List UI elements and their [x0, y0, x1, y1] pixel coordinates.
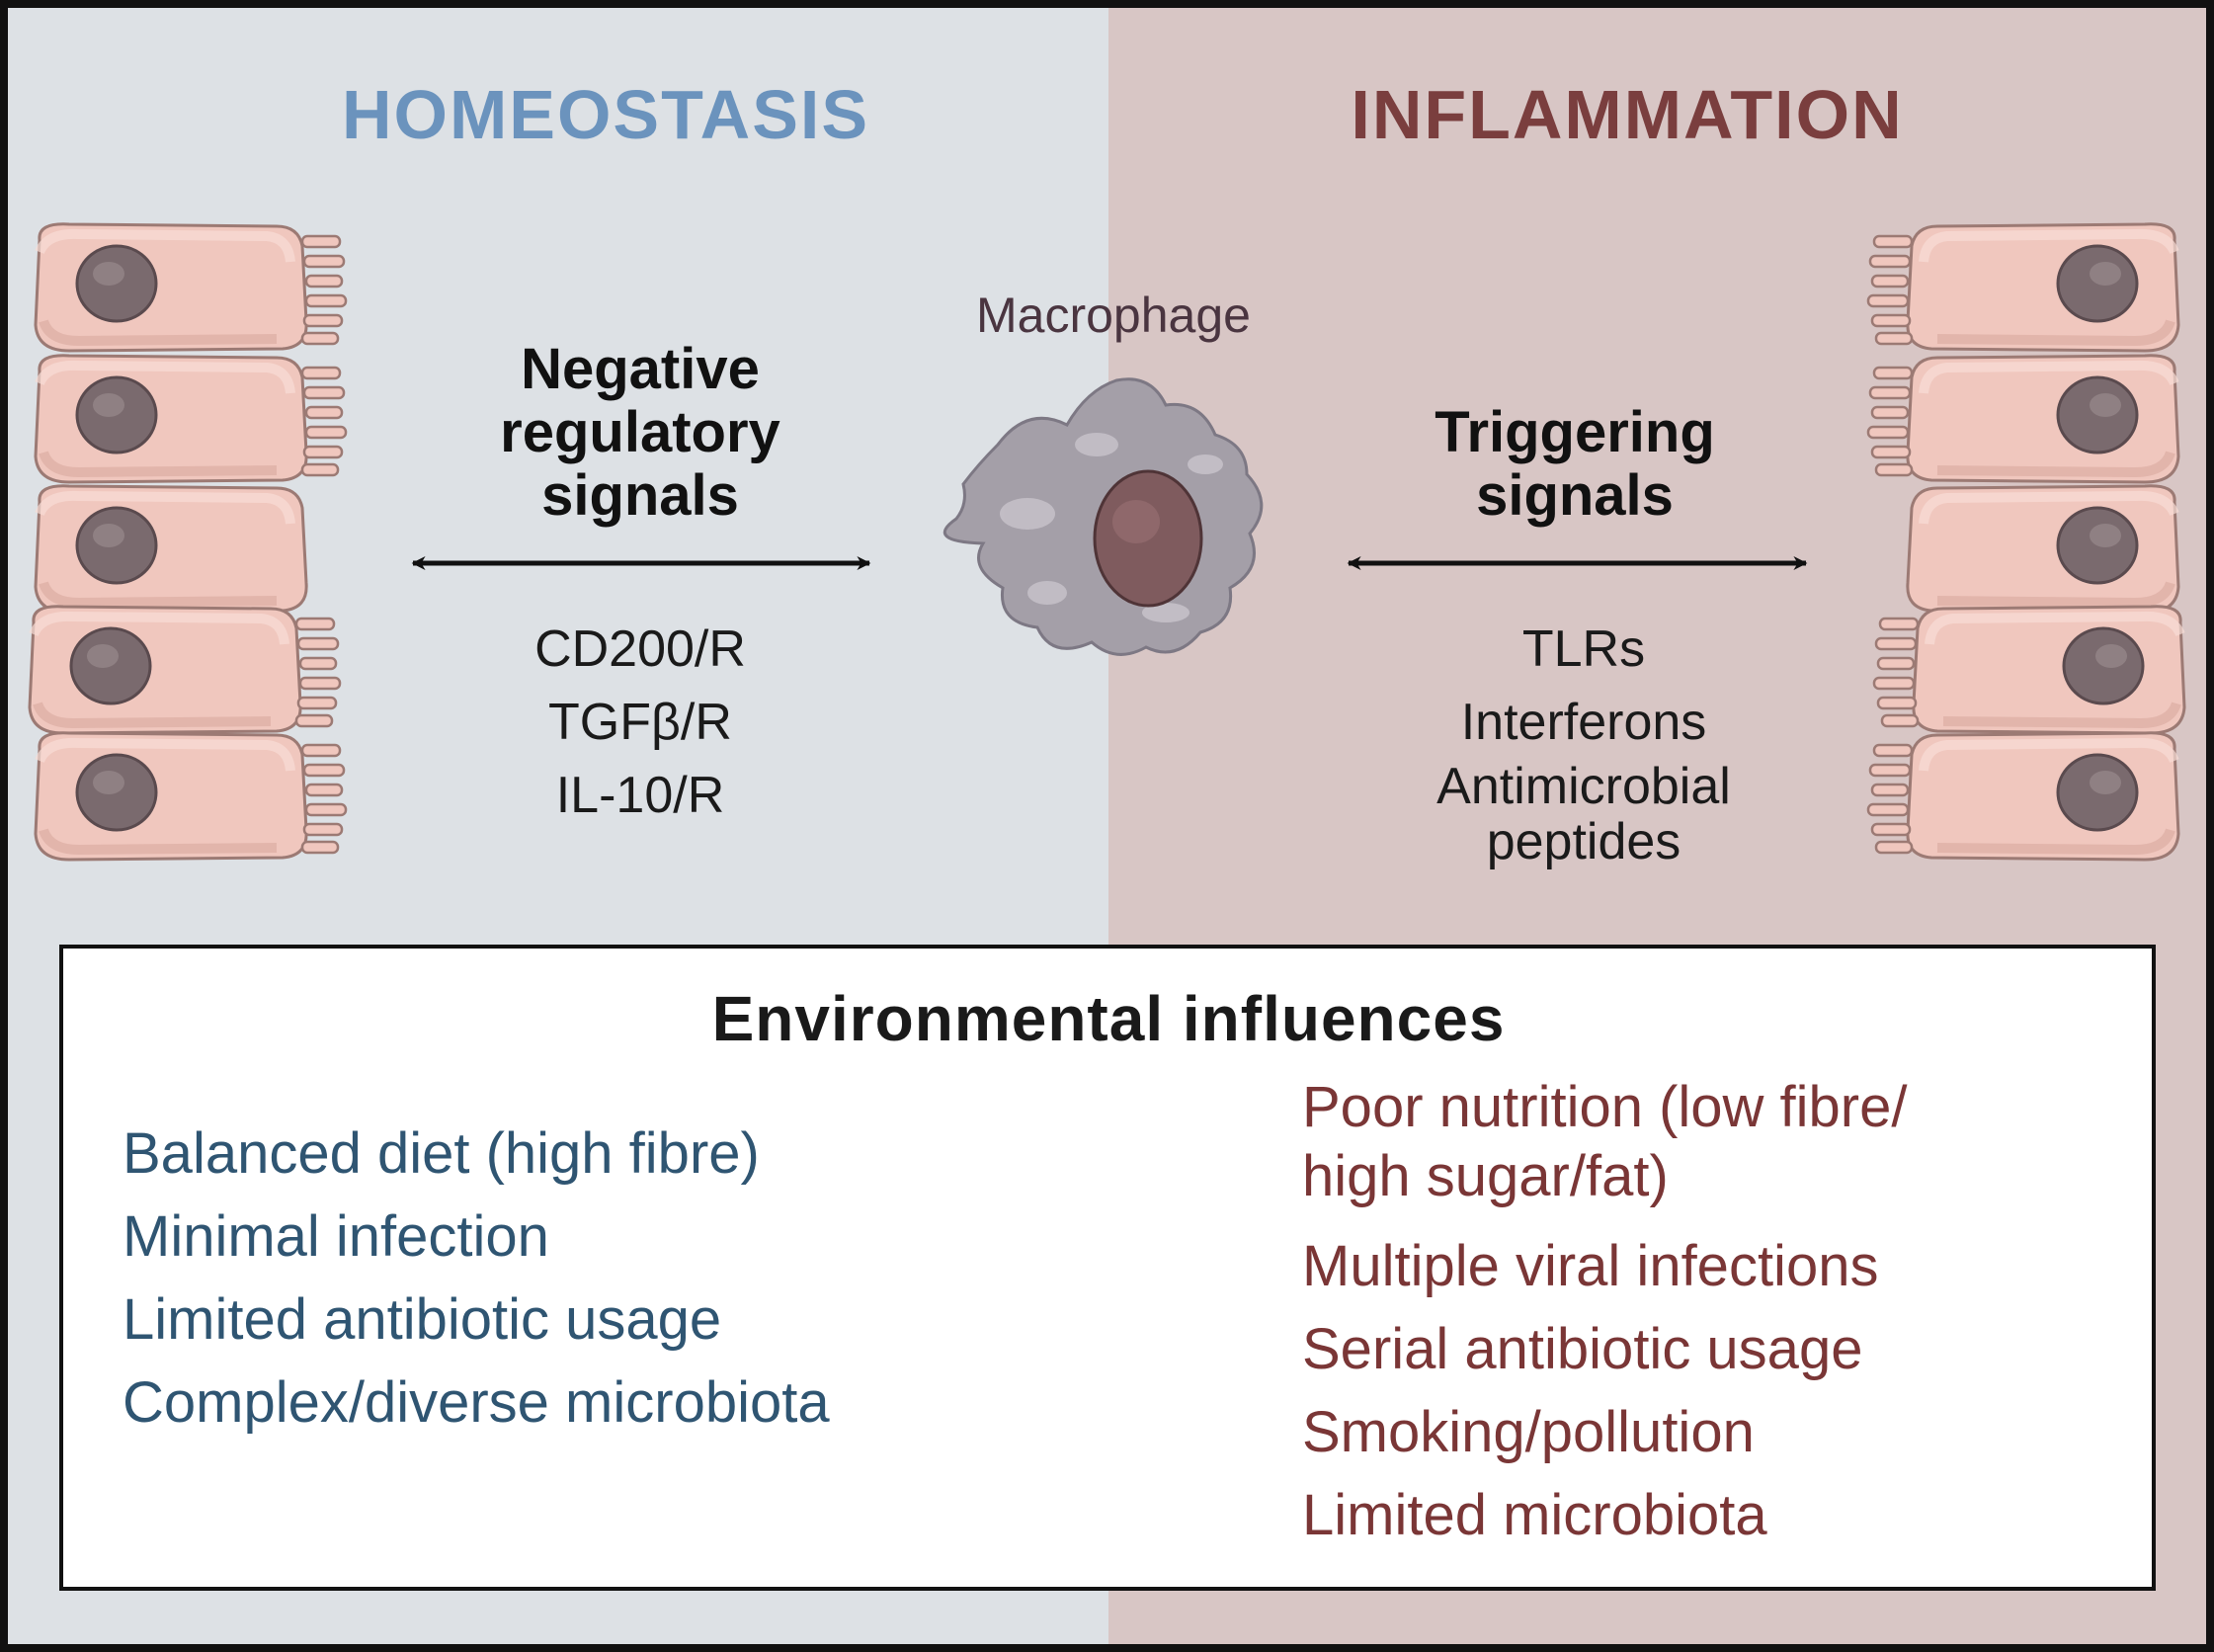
right-epithelium-icon [1868, 224, 2184, 860]
molecule-item: Interferons [1460, 694, 1707, 751]
macrophage-label: Macrophage [976, 288, 1251, 343]
homeostasis-header: HOMEOSTASIS [341, 76, 870, 153]
molecule-item: Antimicrobial [1436, 758, 1731, 815]
molecule-item: TLRs [1521, 620, 1646, 678]
influence-item-line: Poor nutrition (low fibre/ [1302, 1075, 1908, 1139]
homeostasis-influences-list: Balanced diet (high fibre) Minimal infec… [123, 1113, 830, 1445]
molecule-item: CD200/R [534, 620, 746, 678]
influence-item: Multiple viral infections [1302, 1234, 1879, 1298]
negative-signals-line: regulatory [500, 400, 780, 464]
environment-box [59, 945, 2156, 1591]
triggering-molecules-list: TLRs Interferons Antimicrobial peptides [1436, 613, 1731, 869]
inflammation-header: INFLAMMATION [1351, 76, 1904, 153]
influence-item: Limited microbiota [1302, 1483, 1767, 1547]
influence-item-line: high sugar/fat) [1302, 1144, 1669, 1208]
influence-item: Complex/diverse microbiota [123, 1370, 830, 1435]
left-epithelium-icon [30, 224, 346, 860]
influence-item: Minimal infection [123, 1204, 549, 1269]
influence-item: Poor nutrition (low fibre/ high sugar/fa… [1302, 1073, 1907, 1211]
molecule-item: peptides [1486, 813, 1681, 870]
molecule-item: TGFβ/R [548, 694, 732, 751]
negative-signals-line: Negative [521, 337, 760, 401]
influence-item: Smoking/pollution [1302, 1400, 1755, 1464]
inflammation-influences-list: Poor nutrition (low fibre/ high sugar/fa… [1302, 1073, 1907, 1557]
negative-signals-line: signals [541, 463, 739, 528]
macrophage-icon [943, 377, 1264, 656]
triggering-signals-line: signals [1476, 463, 1674, 528]
negative-signals-title: Negative regulatory signals [500, 338, 780, 528]
influence-item: Limited antibiotic usage [123, 1287, 722, 1352]
environment-title: Environmental influences [711, 983, 1506, 1054]
triggering-signals-title: Triggering signals [1435, 401, 1715, 528]
molecule-item: IL-10/R [555, 767, 725, 824]
triggering-signals-line: Triggering [1435, 400, 1715, 464]
influence-item: Balanced diet (high fibre) [123, 1121, 760, 1186]
influence-item: Serial antibiotic usage [1302, 1317, 1863, 1381]
negative-molecules-list: CD200/R TGFβ/R IL-10/R [534, 613, 746, 832]
